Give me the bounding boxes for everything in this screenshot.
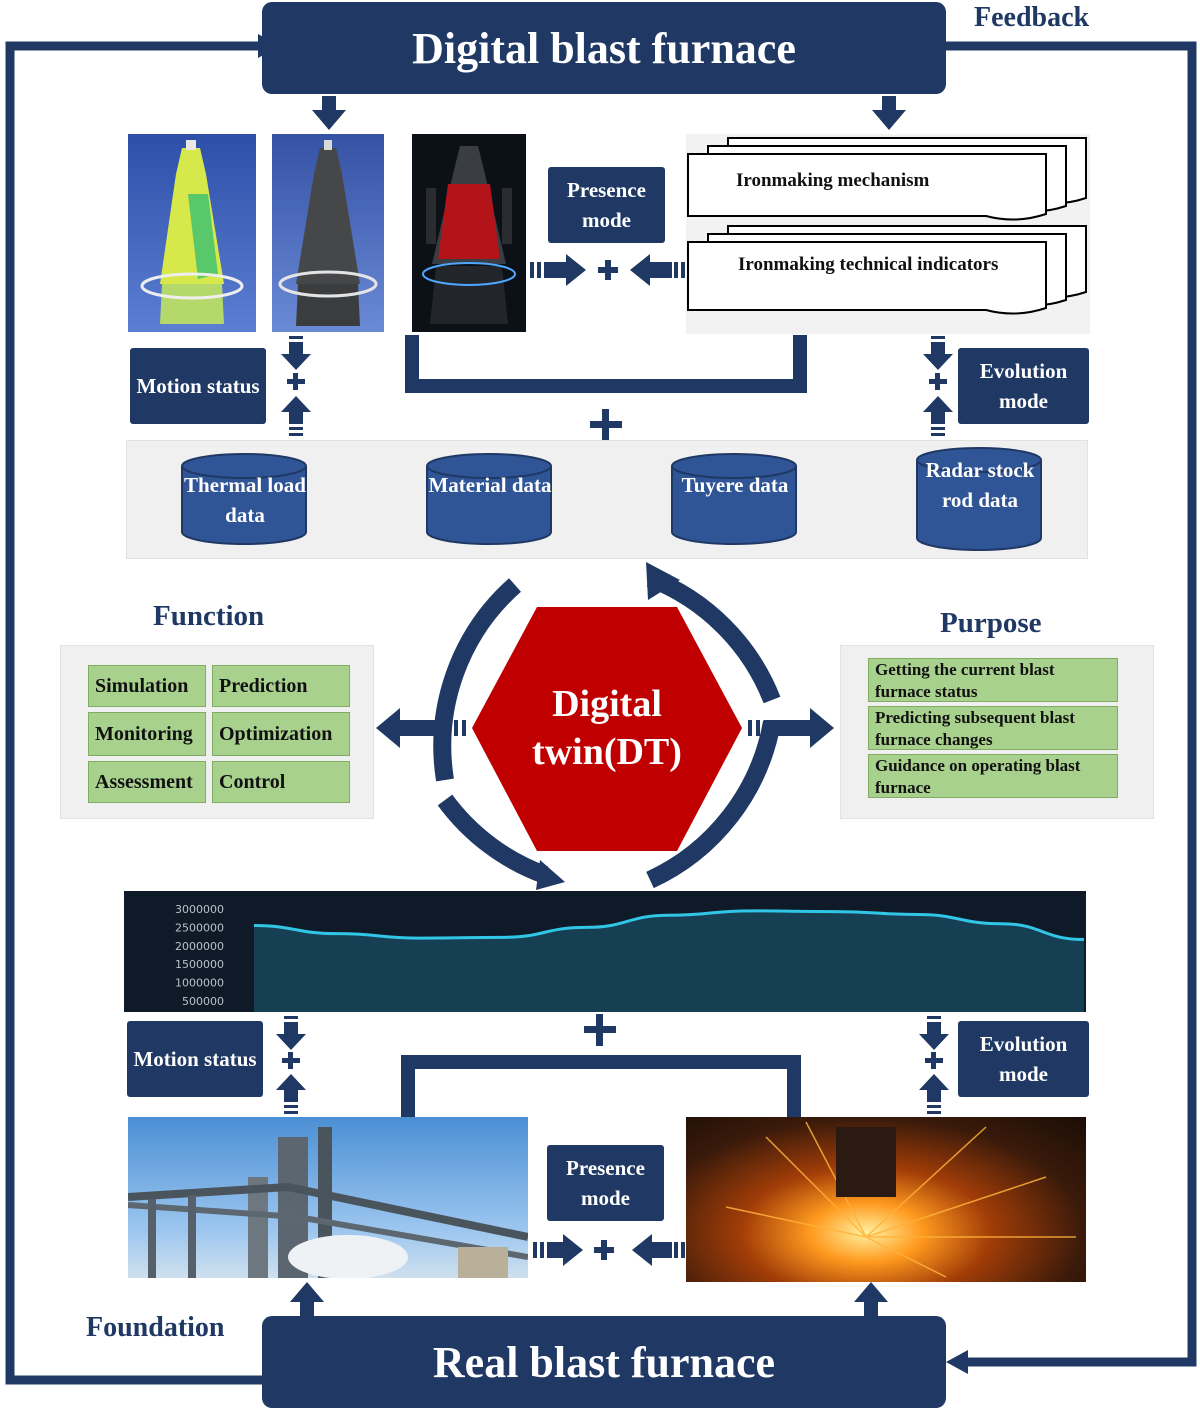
furnace-shell-render xyxy=(272,134,384,332)
document-ironmaking-mechanism: Ironmaking mechanism xyxy=(736,170,930,191)
motion-status-bottom: Motion status xyxy=(127,1021,263,1097)
arrow-to-function xyxy=(376,708,466,748)
purpose-predicting-changes: Predicting subsequent blast furnace chan… xyxy=(868,706,1118,750)
real-blast-furnace-banner: Real blast furnace xyxy=(262,1316,946,1408)
down-arrow-left xyxy=(312,96,346,130)
down-arrow-right xyxy=(872,96,906,130)
cycle-arrows xyxy=(433,569,781,889)
presence-arrows-top xyxy=(530,254,685,286)
series-line xyxy=(253,909,1085,942)
digital-blast-furnace-banner: Digital blast furnace xyxy=(262,2,946,94)
presence-mode-top: Presence mode xyxy=(548,167,665,243)
y-tick-label: 1000000 xyxy=(175,977,224,990)
trend-chart: 3000000 2500000 2000000 1500000 1000000 50000… xyxy=(175,903,1085,1012)
database-material: Material data xyxy=(428,473,552,497)
y-tick-label: 500000 xyxy=(182,995,224,1008)
molten-iron-photo xyxy=(686,1117,1086,1282)
function-control: Control xyxy=(212,761,350,803)
evolution-arrows-bottom xyxy=(919,1016,949,1114)
up-arrow-left xyxy=(290,1282,324,1316)
purpose-heading: Purpose xyxy=(940,607,1042,639)
function-heading: Function xyxy=(153,600,265,632)
purpose-guidance: Guidance on operating blast furnace xyxy=(868,754,1118,798)
feedback-loop-arrow xyxy=(946,41,1197,1367)
cycle-arrowheads xyxy=(536,562,680,890)
document-stacks xyxy=(687,137,1087,315)
presence-mode-bottom: Presence mode xyxy=(547,1145,664,1221)
evolution-mode-bottom: Evolution mode xyxy=(958,1021,1089,1097)
database-tuyere: Tuyere data xyxy=(681,473,789,497)
function-simulation: Simulation xyxy=(88,665,206,707)
motion-arrows-top xyxy=(281,336,311,436)
function-monitoring: Monitoring xyxy=(88,712,206,756)
function-prediction: Prediction xyxy=(212,665,350,707)
bracket-bottom xyxy=(401,1055,801,1118)
furnace-thermal-render xyxy=(128,134,256,332)
y-tick-label: 2500000 xyxy=(175,921,224,934)
blast-furnace-plant-photo xyxy=(128,1117,528,1278)
y-tick-label: 3000000 xyxy=(175,903,224,916)
feedback-label: Feedback xyxy=(974,2,1090,33)
database-cylinders xyxy=(181,447,1042,551)
digital-twin-hexagon xyxy=(472,607,742,851)
y-tick-label: 1500000 xyxy=(175,958,224,971)
y-tick-label: 2000000 xyxy=(175,940,224,953)
plus-bottom xyxy=(584,1014,616,1046)
database-thermal-load: Thermal load data xyxy=(184,473,306,527)
digital-twin-label: Digital twin(DT) xyxy=(532,683,682,773)
bracket-top xyxy=(405,335,807,393)
series-area xyxy=(254,910,1084,1012)
evolution-arrows-top xyxy=(923,336,953,436)
foundation-loop-arrow xyxy=(5,41,262,1385)
motion-arrows-bottom xyxy=(276,1016,306,1114)
presence-arrows-bottom xyxy=(533,1234,685,1266)
purpose-current-status: Getting the current blast furnace status xyxy=(868,658,1118,702)
document-technical-indicators: Ironmaking technical indicators xyxy=(738,254,999,275)
function-assessment: Assessment xyxy=(88,761,206,803)
evolution-mode-top: Evolution mode xyxy=(958,348,1089,424)
function-optimization: Optimization xyxy=(212,712,350,756)
foundation-label: Foundation xyxy=(86,1312,225,1343)
database-radar-stock-rod: Radar stock rod data xyxy=(925,458,1035,512)
arrow-to-purpose xyxy=(748,708,834,748)
furnace-cutaway-render xyxy=(412,134,526,332)
up-arrow-right xyxy=(854,1282,888,1316)
motion-status-top: Motion status xyxy=(130,348,266,424)
plus-top xyxy=(590,409,622,441)
